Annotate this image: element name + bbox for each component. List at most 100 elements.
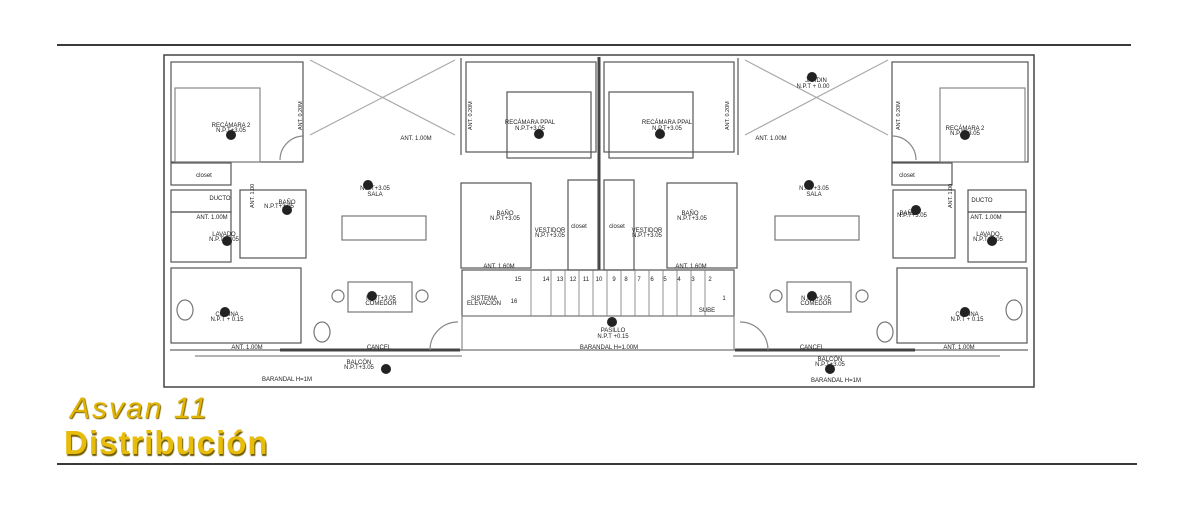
label-npt-pasillo: N.P.T +0.15 xyxy=(597,334,629,340)
stair-num-14: 14 xyxy=(543,277,550,283)
label-recamara2-right: RECÁMARA 2 xyxy=(946,125,985,132)
stair-num-9: 9 xyxy=(612,277,616,283)
label-npt-bano-4: N.P.T+3.05 xyxy=(897,213,927,219)
label-cocina-right: COCINA xyxy=(955,312,978,318)
label-npt-bano-2: N.P.T+3.05 xyxy=(490,216,520,222)
label-npt-recamara-ppal-right: N.P.T+3.05 xyxy=(652,126,682,132)
label-jardin: JARDIN xyxy=(805,78,827,84)
label-cocina-left: COCINA xyxy=(215,312,238,318)
label-ant-020-c: ANT. 0.20M xyxy=(725,101,731,130)
stair-num-8: 8 xyxy=(624,277,628,283)
floor-plan-drawing: JARDIN N.P.T + 0.00 RECÁMARA 2 N.P.T+3.0… xyxy=(163,54,1035,388)
label-npt-recamara2-left: N.P.T+3.05 xyxy=(216,128,246,134)
label-closet-1: closet xyxy=(196,173,212,179)
label-bano-3: BAÑO xyxy=(681,210,698,217)
kitchen-left xyxy=(170,267,302,344)
label-ant-020-d: ANT. 0.20M xyxy=(896,101,902,130)
label-npt-cocina-left: N.P.T + 0.15 xyxy=(211,317,245,323)
kitchen-right xyxy=(896,267,1028,344)
label-closet-3: closet xyxy=(609,224,625,230)
label-lavado-right: LAVADO xyxy=(976,232,1000,238)
stair-num-6: 6 xyxy=(650,277,654,283)
stair-num-16: 16 xyxy=(511,299,518,305)
label-pasillo: PASILLO xyxy=(601,328,626,334)
label-jardin-npt: N.P.T + 0.00 xyxy=(797,84,831,90)
label-closet-2: closet xyxy=(571,224,587,230)
stair-num-15: 15 xyxy=(515,277,522,283)
stair-num-10: 10 xyxy=(596,277,603,283)
label-npt-balcon-left: N.P.T+3.05 xyxy=(344,365,374,371)
label-closet-4: closet xyxy=(899,173,915,179)
bathroom-right xyxy=(666,182,738,269)
label-npt-bano-3: N.P.T+3.05 xyxy=(677,216,707,222)
stair-num-1: 1 xyxy=(722,296,726,302)
label-ant-020-b: ANT. 0.20M xyxy=(468,101,474,130)
master-bedroom-right xyxy=(603,61,735,153)
label-ant-100-bottom-left: ANT. 1.00M xyxy=(231,345,262,351)
label-npt-comedor-right: N.P.T+3.05 xyxy=(801,296,831,302)
label-vestidor-left: VESTIDOR xyxy=(535,228,566,234)
label-npt-lavado-left: N.P.T+3.05 xyxy=(209,237,239,243)
label-ant-160-right: ANT. 1.60M xyxy=(675,264,706,270)
label-barandal-left: BARANDAL H=1M xyxy=(262,377,312,383)
stair-num-13: 13 xyxy=(557,277,564,283)
project-name: Asvan 11 xyxy=(70,392,209,425)
label-npt-balcon-right: N.P.T+3.05 xyxy=(815,362,845,368)
page-title: Distribución xyxy=(64,424,269,461)
label-cancel-left: CANCEL xyxy=(367,345,392,351)
label-recamara-ppal-right: RECÁMARA PPAL xyxy=(642,119,693,126)
label-bano-1: BAÑO xyxy=(278,199,295,206)
label-balcon-left: BALCÓN xyxy=(347,359,372,366)
stair-num-2: 2 xyxy=(708,277,712,283)
label-comedor-right: COMEDOR xyxy=(800,301,832,307)
label-barandal-right: BARANDAL H=1M xyxy=(811,378,861,384)
label-sube: SUBE xyxy=(699,308,715,314)
stair-num-5: 5 xyxy=(663,277,667,283)
label-ant-020-a: ANT. 0.20M xyxy=(298,101,304,130)
label-ant-160-left: ANT. 1.60M xyxy=(483,264,514,270)
label-npt-cocina-right: N.P.T + 0.15 xyxy=(951,317,985,323)
label-npt-recamara-ppal-left: N.P.T+3.05 xyxy=(515,126,545,132)
label-ant-100-vert-left: ANT. 1.00 xyxy=(250,184,256,208)
label-ant-100-lav-right: ANT. 1.00M xyxy=(970,215,1001,221)
label-lavado-left: LAVADO xyxy=(212,232,236,238)
label-ant-100-lav-left: ANT. 1.00M xyxy=(196,215,227,221)
label-npt-vestidor-right: N.P.T+3.05 xyxy=(632,233,662,239)
label-comedor-left: COMEDOR xyxy=(365,301,397,307)
label-bano-2: BAÑO xyxy=(496,210,513,217)
bottom-rule xyxy=(57,463,1137,465)
label-ant-100-vert-right: ANT. 1.00 xyxy=(948,184,954,208)
label-ant-100-b: ANT. 1.00M xyxy=(755,136,786,142)
label-npt-comedor-left: N.P.T+3.05 xyxy=(366,296,396,302)
label-barandal-center: BARANDAL H=1.00M xyxy=(580,345,638,351)
plan-outline xyxy=(163,54,1035,388)
stair-num-4: 4 xyxy=(677,277,681,283)
top-rule xyxy=(57,44,1131,46)
label-npt-bano-1: N.P.T+3.05 xyxy=(264,204,294,210)
label-sala-right: SALA xyxy=(806,192,821,198)
label-elevacion: ELEVACIÓN xyxy=(467,300,501,307)
label-npt-lavado-right: N.P.T+3.05 xyxy=(973,237,1003,243)
master-bedroom-left xyxy=(465,61,597,153)
label-ducto-right: DUCTO xyxy=(971,198,993,204)
label-npt-sala-right: N.P.T+3.05 xyxy=(799,186,829,192)
label-bano-4: BAÑO xyxy=(899,210,916,217)
label-vestidor-right: VESTIDOR xyxy=(632,228,663,234)
level-markers xyxy=(220,72,997,374)
label-ducto-left: DUCTO xyxy=(209,196,231,202)
label-npt-vestidor-left: N.P.T+3.05 xyxy=(535,233,565,239)
label-cancel-right: CANCEL xyxy=(800,345,825,351)
stair-num-11: 11 xyxy=(583,277,590,283)
label-npt-sala-left: N.P.T+3.05 xyxy=(360,186,390,192)
label-ant-100-bottom-right: ANT. 1.00M xyxy=(943,345,974,351)
label-npt-recamara2-right: N.P.T+3.05 xyxy=(950,131,980,137)
stair-num-7: 7 xyxy=(637,277,641,283)
label-recamara-ppal-left: RECÁMARA PPAL xyxy=(505,119,556,126)
label-sala-left: SALA xyxy=(367,192,382,198)
stair-num-3: 3 xyxy=(691,277,695,283)
label-ant-100-a: ANT. 1.00M xyxy=(400,136,431,142)
label-balcon-right: BALCÓN xyxy=(818,356,843,363)
label-sistema: SISTEMA xyxy=(471,296,497,302)
label-recamara2-left: RECÁMARA 2 xyxy=(212,122,251,129)
bathroom-left xyxy=(460,182,532,269)
